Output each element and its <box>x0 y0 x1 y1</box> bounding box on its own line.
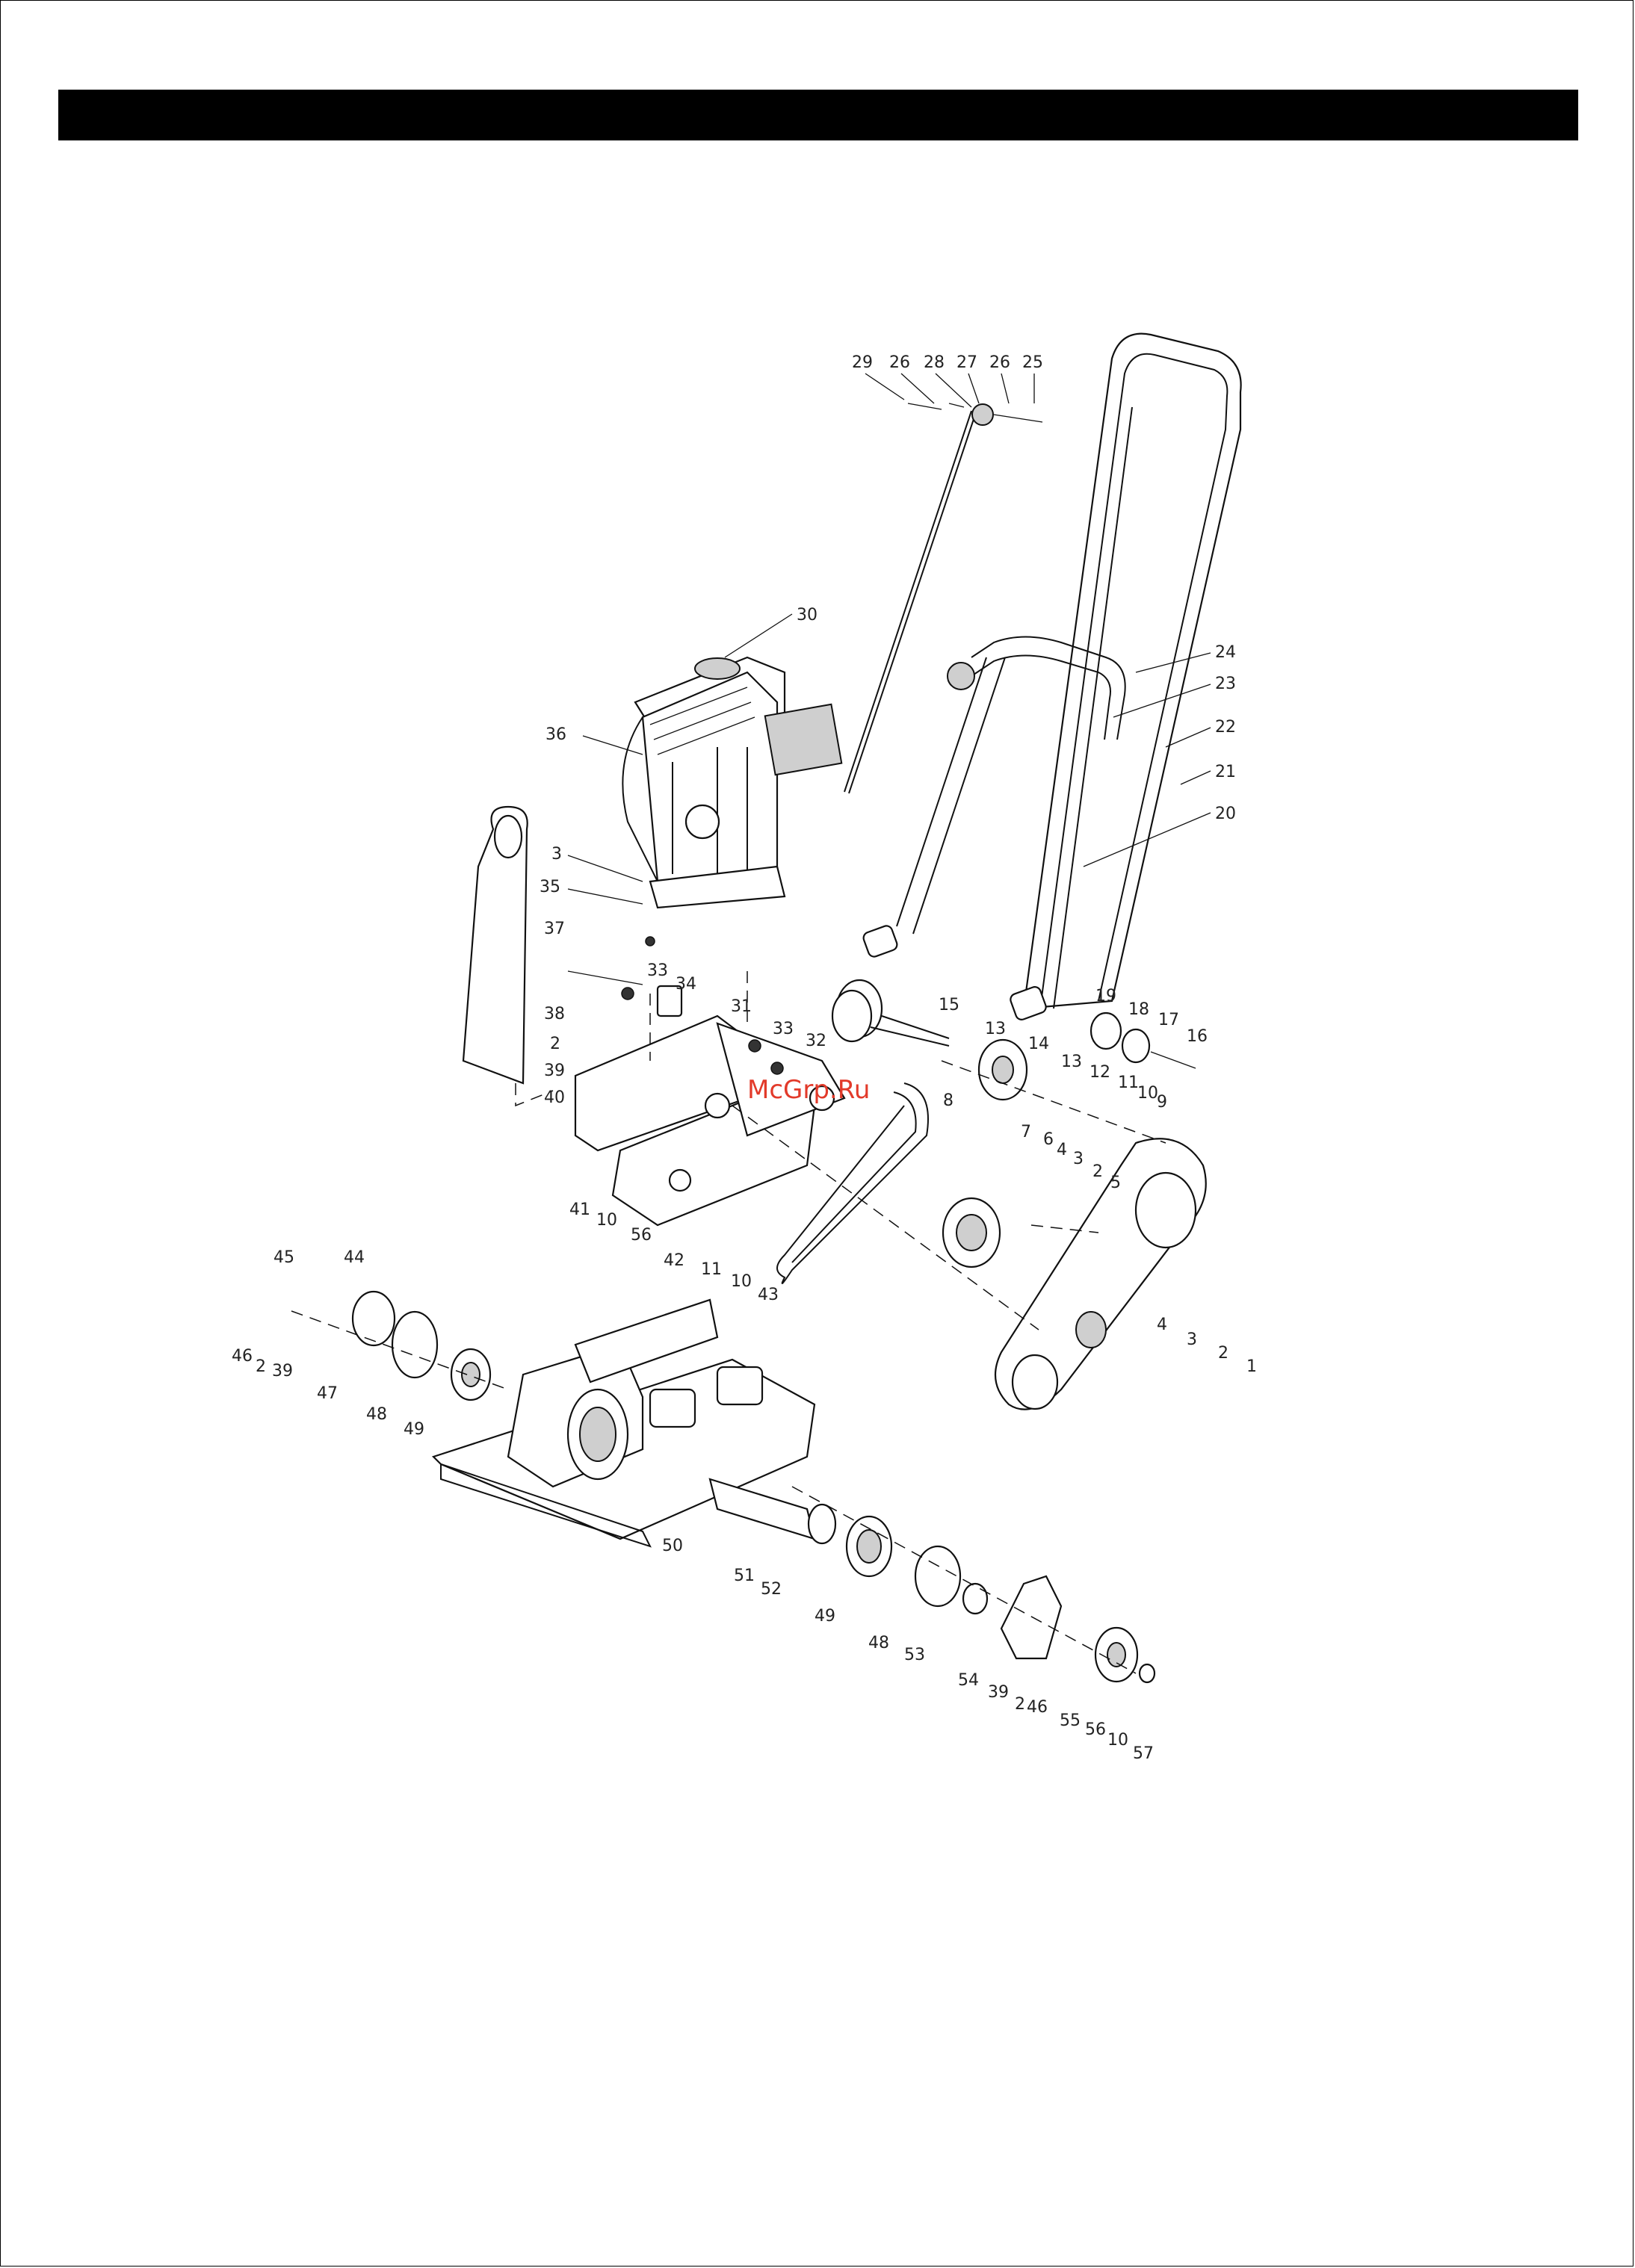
label-33: 33 <box>773 1020 794 1038</box>
label-46: 46 <box>1027 1698 1048 1717</box>
label-4: 4 <box>1157 1316 1167 1334</box>
label-30: 30 <box>797 606 818 625</box>
label-16: 16 <box>1187 1027 1208 1046</box>
label-51: 51 <box>734 1567 755 1585</box>
label-49: 49 <box>404 1420 424 1439</box>
label-50: 50 <box>662 1537 683 1555</box>
label-31: 31 <box>731 997 752 1016</box>
engine <box>622 657 841 908</box>
label-20: 20 <box>1215 805 1236 823</box>
label-11: 11 <box>1118 1073 1139 1092</box>
label-19: 19 <box>1095 987 1116 1006</box>
label-26: 26 <box>889 353 910 372</box>
label-27: 27 <box>956 353 977 372</box>
label-10: 10 <box>1107 1731 1128 1750</box>
watermark: McGrp.Ru <box>747 1075 870 1105</box>
label-55: 55 <box>1060 1711 1081 1730</box>
label-11: 11 <box>701 1260 722 1279</box>
label-10: 10 <box>1137 1084 1158 1103</box>
label-28: 28 <box>924 353 945 372</box>
label-38: 38 <box>544 1005 565 1023</box>
label-2: 2 <box>1092 1162 1103 1181</box>
label-41: 41 <box>569 1200 590 1219</box>
label-1: 1 <box>1246 1357 1257 1376</box>
label-48: 48 <box>868 1634 889 1652</box>
label-3: 3 <box>551 845 562 864</box>
engine-bracket <box>575 1016 844 1225</box>
label-10: 10 <box>596 1211 617 1230</box>
label-17: 17 <box>1158 1011 1179 1029</box>
label-25: 25 <box>1022 353 1043 372</box>
label-21: 21 <box>1215 763 1236 781</box>
label-39: 39 <box>988 1683 1009 1702</box>
label-24: 24 <box>1215 643 1236 662</box>
label-42: 42 <box>664 1251 684 1270</box>
label-46: 46 <box>232 1347 253 1366</box>
label-47: 47 <box>317 1384 338 1403</box>
label-53: 53 <box>904 1646 925 1664</box>
label-43: 43 <box>758 1286 779 1304</box>
label-8: 8 <box>943 1091 954 1110</box>
label-13: 13 <box>1061 1053 1082 1071</box>
label-14: 14 <box>1028 1035 1049 1053</box>
label-26: 26 <box>989 353 1010 372</box>
label-39: 39 <box>272 1362 293 1381</box>
label-35: 35 <box>540 878 560 896</box>
label-57: 57 <box>1133 1744 1154 1763</box>
label-33: 33 <box>647 961 668 980</box>
label-23: 23 <box>1215 675 1236 693</box>
label-49: 49 <box>815 1607 835 1626</box>
label-10: 10 <box>731 1272 752 1291</box>
label-32: 32 <box>806 1032 826 1050</box>
label-56: 56 <box>1085 1720 1106 1739</box>
label-2: 2 <box>256 1357 266 1376</box>
label-3: 3 <box>1073 1150 1084 1168</box>
label-2: 2 <box>1218 1344 1228 1363</box>
label-7: 7 <box>1021 1123 1031 1141</box>
label-39: 39 <box>544 1062 565 1080</box>
label-54: 54 <box>958 1671 979 1690</box>
throttle-rod <box>844 403 1042 793</box>
handle-assembly <box>862 334 1240 1021</box>
lift-hook <box>463 807 553 1106</box>
label-4: 4 <box>1057 1141 1067 1159</box>
label-9: 9 <box>1157 1093 1167 1112</box>
label-3: 3 <box>1187 1330 1197 1349</box>
label-12: 12 <box>1090 1063 1110 1082</box>
label-15: 15 <box>939 996 959 1014</box>
label-52: 52 <box>761 1580 782 1599</box>
label-22: 22 <box>1215 718 1236 737</box>
label-44: 44 <box>344 1248 365 1267</box>
label-13: 13 <box>985 1020 1006 1038</box>
label-56: 56 <box>631 1226 652 1245</box>
label-45: 45 <box>273 1248 294 1267</box>
label-34: 34 <box>676 975 696 994</box>
label-5: 5 <box>1110 1174 1121 1192</box>
label-18: 18 <box>1128 1000 1149 1019</box>
label-48: 48 <box>366 1405 387 1424</box>
label-40: 40 <box>544 1088 565 1107</box>
label-29: 29 <box>852 353 873 372</box>
label-2: 2 <box>1015 1695 1025 1714</box>
label-37: 37 <box>544 920 565 938</box>
label-6: 6 <box>1043 1130 1054 1149</box>
label-2: 2 <box>550 1035 560 1053</box>
label-36: 36 <box>545 725 566 744</box>
